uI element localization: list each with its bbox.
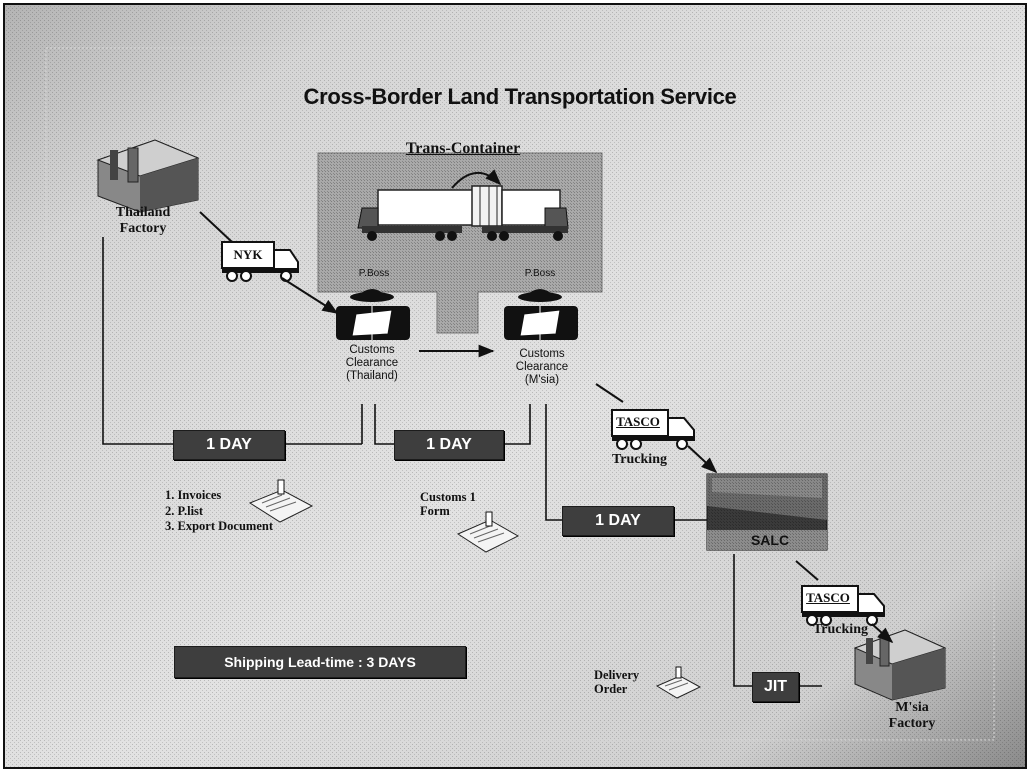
officer-line: Clearance xyxy=(330,357,414,370)
customs-clearance-msia: Customs Clearance (M'sia) xyxy=(500,348,584,388)
lead-time-box: Shipping Lead-time : 3 DAYS xyxy=(174,646,466,678)
officer-tag: P.Boss xyxy=(518,268,562,280)
trucking-label: Trucking xyxy=(813,622,883,638)
origin-factory-label: Thailand Factory xyxy=(100,205,186,237)
duration-box: 1 DAY xyxy=(173,430,285,460)
officer-line: Clearance xyxy=(500,361,584,374)
destination-line2: Factory xyxy=(872,716,952,732)
officer-tag: P.Boss xyxy=(352,268,396,280)
duration-box: 1 DAY xyxy=(394,430,504,460)
officer-line: (Thailand) xyxy=(330,370,414,383)
customs-form-label: Customs 1 Form xyxy=(420,490,510,519)
origin-line1: Thailand xyxy=(100,205,186,221)
doc-item: 1. Invoices xyxy=(165,488,315,504)
delivery-line2: Order xyxy=(594,682,664,696)
delivery-order-label: Delivery Order xyxy=(594,668,664,697)
origin-line2: Factory xyxy=(100,221,186,237)
jit-box: JIT xyxy=(752,672,799,702)
doc-item: 2. P.list xyxy=(165,504,315,520)
customs-form-line1: Customs 1 xyxy=(420,490,510,504)
officer-line: Customs xyxy=(330,344,414,357)
page-title: Cross-Border Land Transportation Service xyxy=(240,84,800,109)
warehouse-label: SALC xyxy=(740,532,800,548)
tasco-tag: TASCO xyxy=(804,590,852,606)
trucking-label: Trucking xyxy=(612,452,682,468)
export-doc-list: 1. Invoices 2. P.list 3. Export Document xyxy=(165,488,315,535)
duration-box: 1 DAY xyxy=(562,506,674,536)
container-label: Trans-Container xyxy=(380,140,546,158)
officer-line: Customs xyxy=(500,348,584,361)
customs-form-line2: Form xyxy=(420,504,510,518)
customs-clearance-thailand: Customs Clearance (Thailand) xyxy=(330,344,414,384)
doc-item: 3. Export Document xyxy=(165,519,315,535)
officer-line: (M'sia) xyxy=(500,374,584,387)
delivery-line1: Delivery xyxy=(594,668,664,682)
nyk-tag: NYK xyxy=(229,246,267,264)
destination-line1: M'sia xyxy=(872,700,952,716)
destination-factory-label: M'sia Factory xyxy=(872,700,952,732)
tasco-tag: TASCO xyxy=(614,414,662,430)
